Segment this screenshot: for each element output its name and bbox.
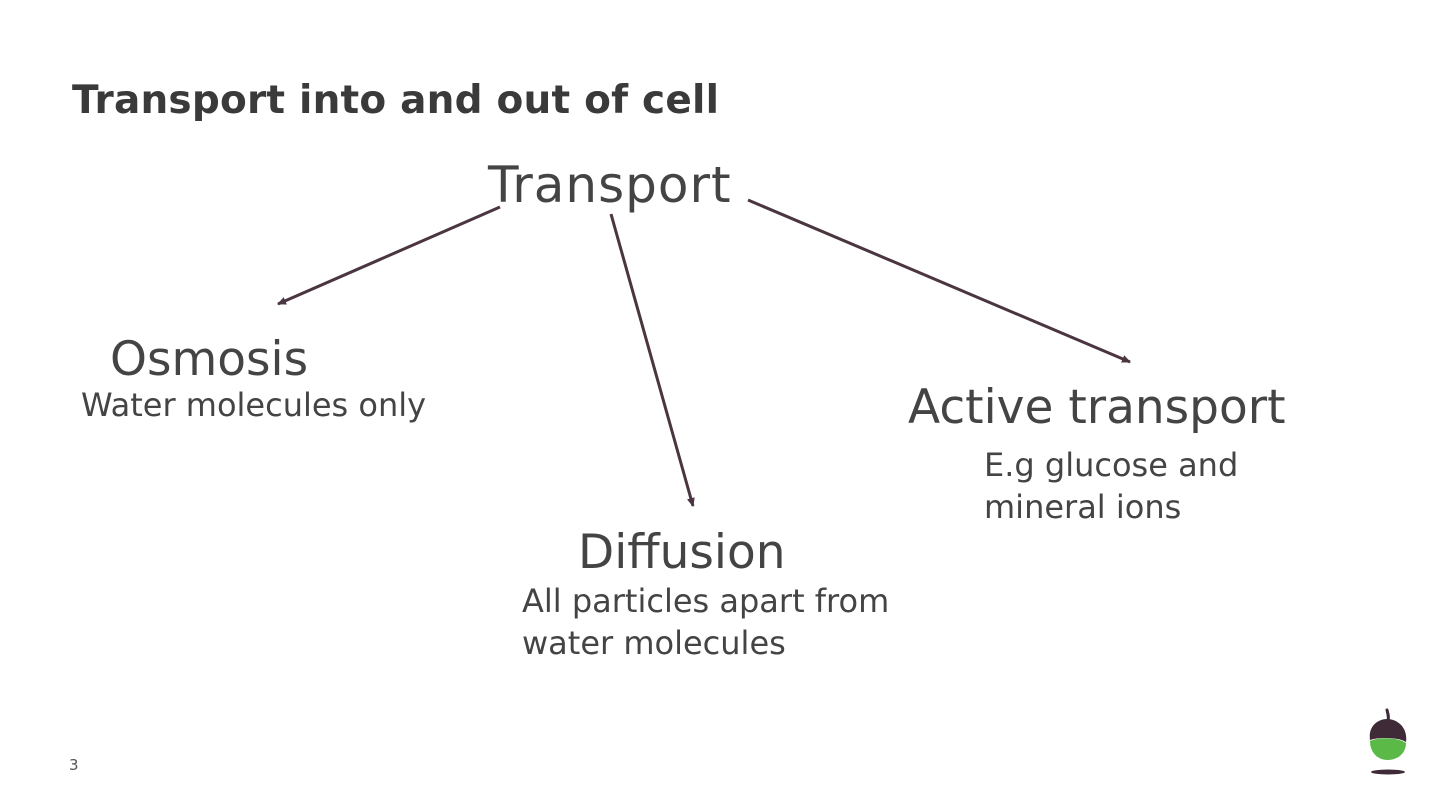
node-diffusion: Diffusion (578, 525, 786, 580)
page-number: 3 (69, 756, 79, 774)
acorn-logo-icon (1369, 708, 1407, 775)
arrow-to-osmosis (277, 205, 501, 306)
node-active-transport-description: E.g glucose and mineral ions (984, 446, 1239, 526)
node-osmosis-description: Water molecules only (81, 386, 427, 424)
arrow-to-active-transport (747, 198, 1131, 364)
node-diffusion-description: All particles apart from water molecules (522, 582, 890, 662)
arrow-to-diffusion (609, 213, 695, 507)
node-active-transport: Active transport (908, 380, 1286, 435)
slide-title: Transport into and out of cell (72, 78, 720, 123)
node-osmosis: Osmosis (110, 332, 309, 387)
root-node-transport: Transport (488, 156, 732, 214)
